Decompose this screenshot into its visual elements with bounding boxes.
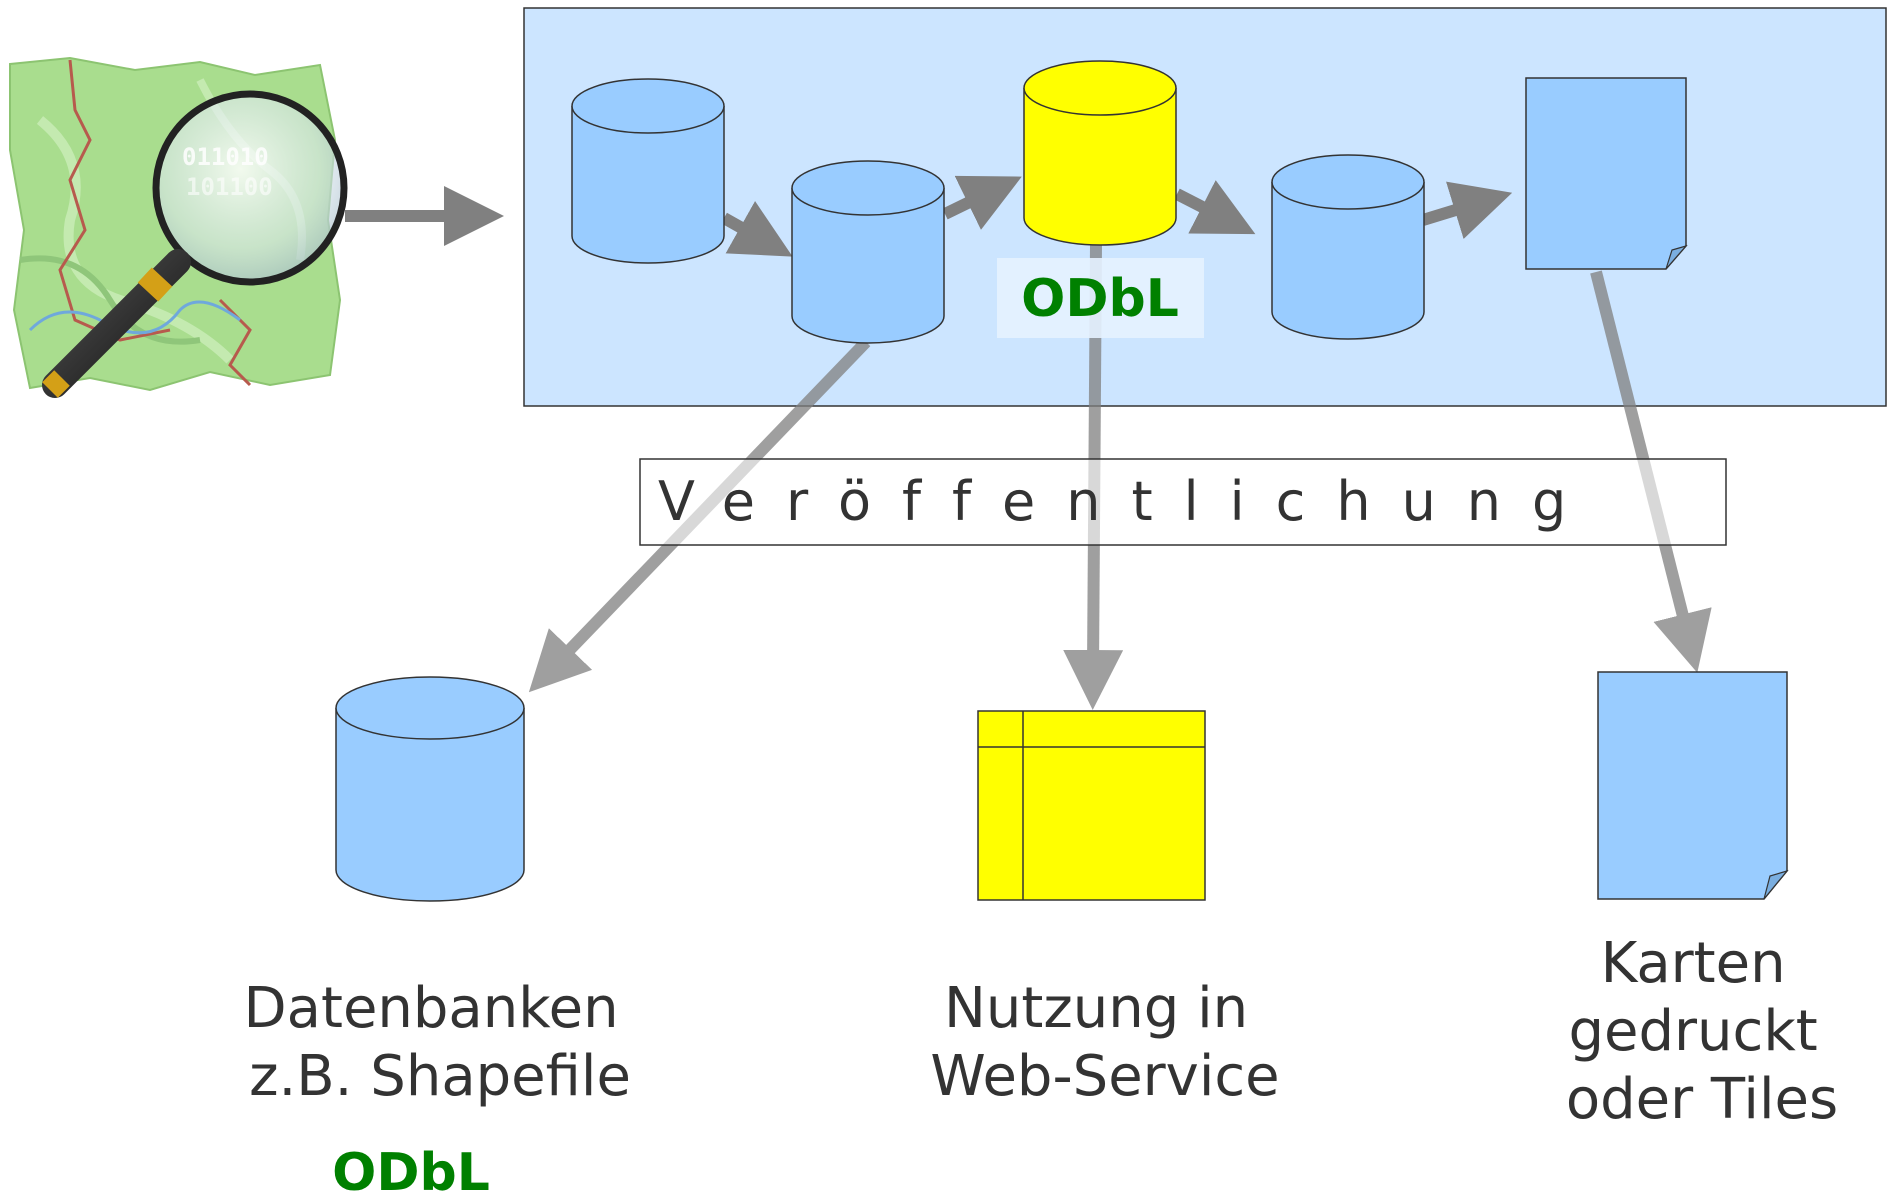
databases-license-label: ODbL: [332, 1143, 490, 1193]
database-cylinder-icon: [791, 160, 945, 344]
maps-label: Karten gedruckt oder Tiles: [1566, 931, 1838, 1132]
web-service-label-line-2: Web-Service: [930, 1044, 1279, 1109]
document-icon: [1597, 671, 1789, 900]
database-cylinder-icon: [571, 78, 725, 264]
arrow-pipeline-3: [1174, 180, 1256, 235]
arrow-pipeline-1: [721, 201, 793, 257]
publication-label: Veröffentlichung: [658, 470, 1597, 533]
databases-label-line-2: z.B. Shapefile: [249, 1044, 631, 1109]
database-cylinder-icon: [335, 676, 525, 902]
maps-label-line-1: Karten: [1601, 931, 1786, 996]
databases-label-line-1: Datenbanken: [244, 976, 619, 1041]
maps-label-line-2: gedruckt: [1568, 999, 1817, 1064]
odbl-label: ODbL: [1021, 269, 1179, 329]
odbl-label-background: [997, 258, 1204, 338]
web-service-label: Nutzung in Web-Service: [930, 976, 1279, 1109]
document-icon: [1525, 77, 1688, 270]
web-service-label-line-1: Nutzung in: [944, 976, 1248, 1041]
table-icon: [977, 710, 1206, 901]
svg-text:011010: 011010: [182, 143, 269, 171]
publication-banner: [639, 458, 1727, 546]
openstreetmap-magnifier-logo: 011010 101100: [9, 56, 348, 398]
svg-text:101100: 101100: [186, 173, 273, 201]
databases-label: Datenbanken z.B. Shapefile: [244, 976, 637, 1109]
database-cylinder-icon: [1271, 154, 1425, 340]
arrow-pipeline-2: [942, 175, 1022, 230]
odbl-database-cylinder-icon: [1023, 60, 1177, 246]
maps-label-line-3: oder Tiles: [1566, 1067, 1838, 1132]
arrow-to-maps: [1590, 270, 1712, 673]
arrow-pipeline-4: [1421, 181, 1513, 239]
